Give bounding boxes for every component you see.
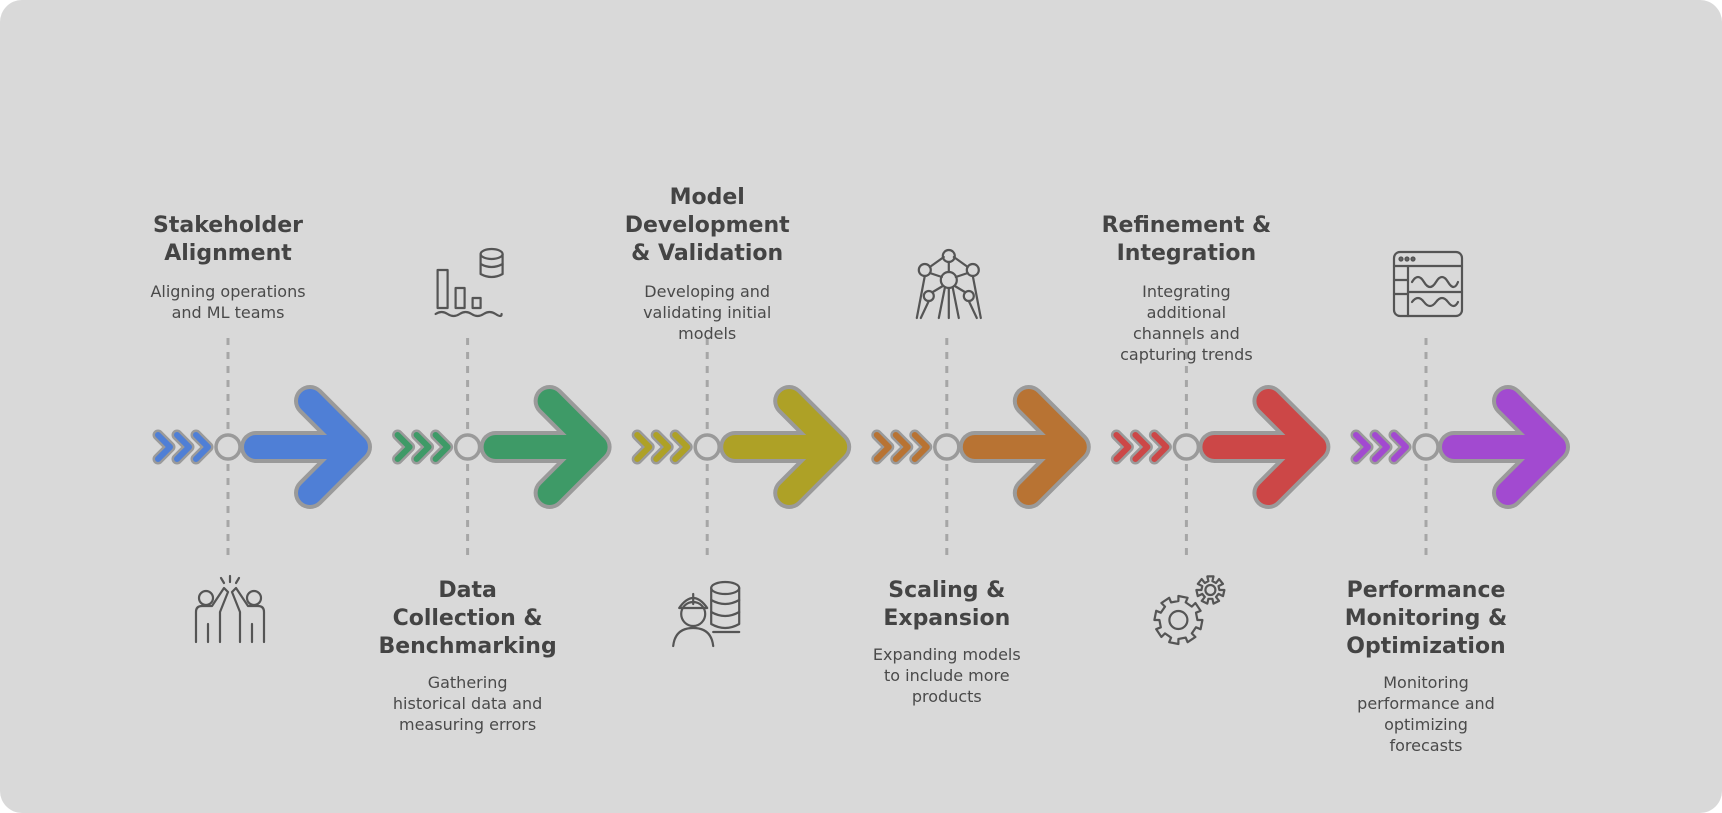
small-chevrons	[631, 429, 693, 465]
stage-title: Scaling & Expansion	[847, 577, 1047, 633]
team-high-five-icon	[194, 574, 266, 644]
stage-5	[1110, 338, 1331, 562]
stage-2	[392, 338, 612, 562]
stage-description-line: forecasts	[1389, 736, 1463, 755]
stage-title-line: Development	[624, 213, 790, 238]
stage-description: Gathering historical data and measuring er…	[378, 672, 558, 735]
stage-4	[871, 338, 1091, 562]
gears-icon	[1153, 575, 1226, 646]
stage-title-line: Integration	[1116, 241, 1257, 266]
stage-6	[1350, 338, 1570, 562]
dashboard-window-icon	[1392, 250, 1464, 318]
stage-title-line: Scaling &	[888, 578, 1006, 603]
stage-description-line: Developing and	[644, 282, 771, 301]
stage-description: Monitoring performance and optimizing forec…	[1336, 672, 1516, 756]
stage-title-line: Benchmarking	[378, 634, 557, 659]
stage-description-line: historical data and	[392, 694, 543, 713]
stage-description-line: performance and	[1357, 694, 1495, 713]
timeline-node	[1412, 433, 1440, 461]
stage-description-line: Integrating	[1142, 282, 1231, 301]
stage-description: Expanding models to include more products	[857, 644, 1037, 707]
stage-description-line: measuring errors	[399, 715, 537, 734]
stage-description-line: Monitoring	[1383, 673, 1469, 692]
stage-description: Developing and validating initial models	[617, 281, 797, 344]
small-chevrons	[1350, 429, 1412, 465]
big-arrow	[1198, 385, 1331, 509]
stage-description-line: products	[911, 687, 982, 706]
stage-title-line: Alignment	[164, 241, 292, 266]
stage-title-line: Optimization	[1346, 634, 1506, 659]
stage-description-line: Aligning operations	[150, 282, 306, 301]
small-chevrons	[1110, 429, 1172, 465]
big-arrow	[240, 385, 372, 509]
stage-title-line: Monitoring &	[1344, 606, 1508, 631]
stage-description-line: Gathering	[427, 673, 508, 692]
stage-title-line: Data	[438, 578, 497, 603]
stage-title-line: Refinement &	[1101, 213, 1272, 238]
stage-description-line: optimizing	[1384, 715, 1468, 734]
stage-title-line: Expansion	[883, 606, 1011, 631]
big-arrow	[719, 385, 852, 509]
timeline-node	[693, 433, 721, 461]
stage-3	[631, 338, 852, 562]
stage-description-line: validating initial	[643, 303, 772, 322]
network-structure-icon	[915, 248, 982, 320]
stage-title-line: & Validation	[631, 241, 784, 266]
stage-title-line: Model	[669, 185, 745, 210]
timeline-node	[214, 433, 242, 461]
big-arrow	[479, 385, 612, 509]
stage-description: Integrating additional channels and capturi…	[1096, 281, 1276, 365]
stage-description-line: and ML teams	[171, 303, 285, 322]
stage-description-line: Expanding models	[872, 645, 1021, 664]
bar-chart-database-icon	[434, 247, 504, 318]
stage-description-line: models	[678, 324, 737, 343]
big-arrow	[958, 385, 1091, 509]
stage-description: Aligning operations and ML teams	[138, 281, 318, 323]
engineer-database-icon	[672, 580, 741, 648]
small-chevrons	[392, 429, 454, 465]
stage-title: Refinement & Integration	[1086, 212, 1286, 268]
big-arrow	[1438, 385, 1570, 509]
stage-title-line: Collection &	[392, 606, 543, 631]
stage-title-line: Stakeholder	[152, 213, 303, 238]
stage-1	[152, 338, 372, 562]
timeline-node	[933, 433, 961, 461]
stage-description-line: additional	[1146, 303, 1227, 322]
stage-description-line: to include more	[883, 666, 1010, 685]
small-chevrons	[871, 429, 933, 465]
stage-title-line: Performance	[1346, 578, 1506, 603]
timeline-node	[1172, 433, 1201, 461]
stage-description-line: capturing trends	[1120, 345, 1253, 364]
stage-description-line: channels and	[1132, 324, 1240, 343]
timeline-node	[453, 433, 482, 461]
small-chevrons	[152, 429, 214, 465]
